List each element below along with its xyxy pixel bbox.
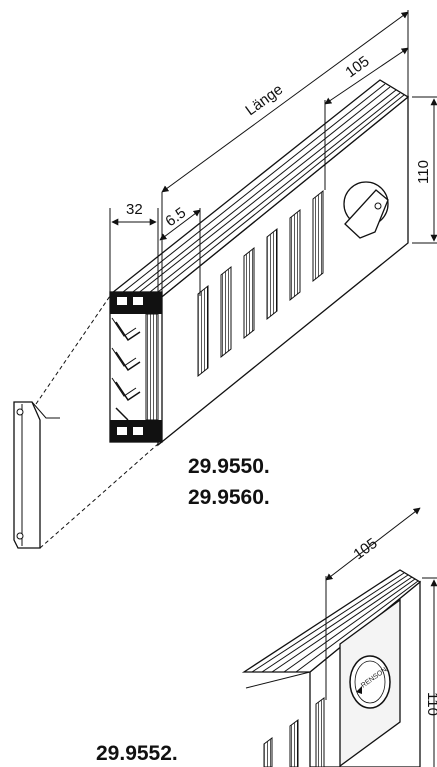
dim-32: 32 — [126, 201, 143, 218]
rotary-knob-icon — [343, 181, 389, 239]
dim-110-bottom: 110 — [424, 692, 437, 716]
slots-bottom — [263, 697, 325, 767]
renson-badge: RENSON — [339, 598, 401, 767]
end-profile-top — [109, 291, 163, 443]
slots-top — [197, 189, 324, 378]
product-code-29-9552: 29.9552. — [96, 742, 178, 765]
length-label: Länge — [242, 81, 286, 119]
bottom-grille-drawing: RENSON 105 110 29.9552. — [96, 507, 437, 767]
end-cap-part — [13, 401, 60, 549]
dim-110-top: 110 — [415, 160, 432, 184]
dim-105-bottom: 105 — [350, 535, 380, 563]
top-grille-drawing: Länge 105 110 32 6.5 29.9550. 29.9560. — [13, 10, 437, 549]
dim-6-5: 6.5 — [162, 204, 189, 230]
product-code-29-9550: 29.9550. — [188, 455, 270, 478]
product-code-29-9560: 29.9560. — [188, 486, 270, 509]
front-panel-top — [157, 95, 409, 447]
bottom-frame-rail — [241, 569, 422, 673]
renson-logo-icon — [356, 686, 362, 694]
